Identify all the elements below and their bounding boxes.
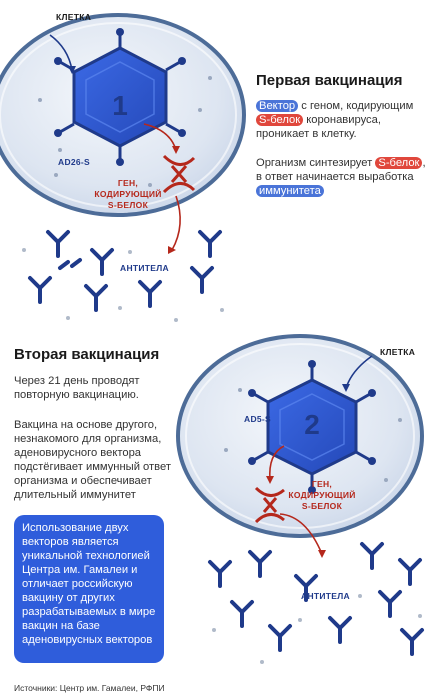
antibodies-group-2 bbox=[208, 542, 424, 656]
vector-virus-1 bbox=[54, 28, 186, 166]
section1-paragraph-2: Организм синтезирует S-белок, в ответ на… bbox=[256, 157, 426, 197]
sources-note: Источники: Центр им. Гамалеи, РФПИ bbox=[14, 683, 165, 693]
section2-title: Вторая вакцинация bbox=[14, 346, 160, 363]
gene-helix-icon bbox=[162, 154, 196, 194]
gene-label-2: ГЕН, КОДИРУЮЩИЙ S-БЕЛОК bbox=[288, 479, 356, 511]
antibodies-group-1 bbox=[28, 230, 222, 312]
highlight-immunity: иммунитета bbox=[256, 185, 324, 197]
highlight-s-protein-2: S-белок bbox=[375, 157, 423, 169]
arrow-to-antibodies bbox=[171, 195, 181, 251]
gene-label-1: ГЕН, КОДИРУЮЩИЙ S-БЕЛОК bbox=[94, 178, 162, 210]
gene-helix-icon-2 bbox=[254, 486, 285, 524]
info-box-text: Использование двух векторов является уни… bbox=[22, 522, 156, 646]
antibody-label-2: АНТИТЕЛА bbox=[301, 591, 350, 601]
section2-paragraph-1: Через 21 день проводят повторную вакцина… bbox=[14, 375, 140, 401]
section1-title: Первая вакцинация bbox=[256, 72, 403, 89]
vector-virus-2 bbox=[248, 360, 376, 494]
arrow-to-gene-2 bbox=[268, 445, 285, 481]
particles bbox=[38, 76, 212, 187]
highlight-vector: Вектор bbox=[256, 100, 299, 112]
vector-number-1: 1 bbox=[112, 90, 128, 121]
cell-label-1: КЛЕТКА bbox=[56, 12, 92, 22]
vector-number-2: 2 bbox=[304, 409, 320, 440]
diagram-first-vaccination bbox=[0, 13, 246, 322]
cell-label-2: КЛЕТКА bbox=[380, 347, 416, 357]
vector-name-2: AD5-S bbox=[244, 414, 272, 424]
info-box: Использование двух векторов является уни… bbox=[14, 515, 164, 663]
diagram-second-vaccination bbox=[176, 334, 424, 664]
section1-paragraph-1: Вектор с геном, кодирующим S-белок корон… bbox=[256, 100, 414, 140]
arrow-to-antibodies-2 bbox=[279, 513, 323, 555]
highlight-s-protein: S-белок bbox=[256, 114, 304, 126]
antibody-label-1: АНТИТЕЛА bbox=[120, 263, 169, 273]
section2-paragraph-2: Вакцина на основе другого, незнакомого д… bbox=[14, 419, 171, 501]
vector-name-1: AD26-S bbox=[58, 157, 91, 167]
